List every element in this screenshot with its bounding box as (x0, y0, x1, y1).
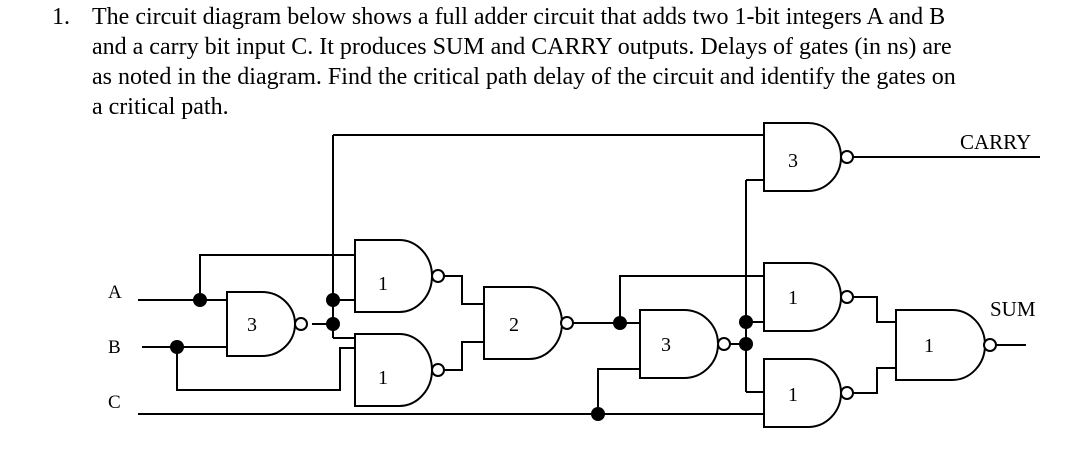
junction-dot-a (193, 293, 207, 307)
nand-gate-g4: 2 (483, 286, 574, 360)
problem-line-2: and a carry bit input C. It produces SUM… (92, 34, 952, 60)
problem-text: The circuit diagram below shows a full a… (92, 2, 1062, 122)
problem-statement: 1. The circuit diagram below shows a ful… (52, 2, 1062, 122)
carry-output-label: CARRY (960, 130, 1031, 154)
problem-number: 1. (52, 4, 70, 30)
junction-dot-g5-upper (739, 315, 753, 329)
nand-gate-g2: 1 (354, 239, 445, 313)
junction-dot-g4 (613, 316, 627, 330)
wire-c-to-g5 (597, 368, 640, 414)
gate-delay-g4: 2 (509, 314, 519, 336)
wire-g3-out (444, 341, 484, 371)
junction-dot-g5-lower (739, 337, 753, 351)
junction-dot-g1-upper (326, 293, 340, 307)
nand-gate-g3: 1 (354, 333, 445, 407)
nand-gate-g1: 3 (226, 291, 308, 357)
problem-line-1: The circuit diagram below shows a full a… (92, 4, 946, 30)
nand-gate-g5: 3 (639, 309, 731, 379)
wire-g8-out (853, 367, 896, 394)
input-b-label: B (108, 337, 121, 358)
gate-delay-g2: 1 (378, 273, 388, 295)
gate-delay-g3: 1 (378, 367, 388, 389)
gate-delay-g5: 3 (661, 334, 671, 356)
wire-g2-out (444, 275, 484, 305)
input-a-label: A (108, 282, 122, 303)
nand-gate-g6: 3 (763, 122, 854, 192)
nand-gate-g8: 1 (763, 358, 854, 428)
gate-delay-g6: 3 (788, 150, 798, 172)
problem-line-3: as noted in the diagram. Find the critic… (92, 64, 956, 90)
gate-delay-g8: 1 (788, 384, 798, 406)
gate-delay-g9: 1 (924, 335, 934, 357)
input-c-label: C (108, 392, 121, 413)
gate-delay-g1: 3 (247, 314, 257, 336)
junction-dot-g1-lower (326, 317, 340, 331)
nand-gate-g9: 1 (895, 309, 997, 381)
wire-g4-to-g7 (619, 275, 764, 323)
wire-b-to-g3 (176, 347, 355, 391)
nand-gate-g7: 1 (763, 262, 854, 332)
junction-dot-c (591, 407, 605, 421)
sum-output-label: SUM (990, 297, 1036, 321)
problem-line-4: a critical path. (92, 94, 229, 120)
junction-dot-b (170, 340, 184, 354)
gate-delay-g7: 1 (788, 287, 798, 309)
wire-g7-out (853, 296, 896, 323)
